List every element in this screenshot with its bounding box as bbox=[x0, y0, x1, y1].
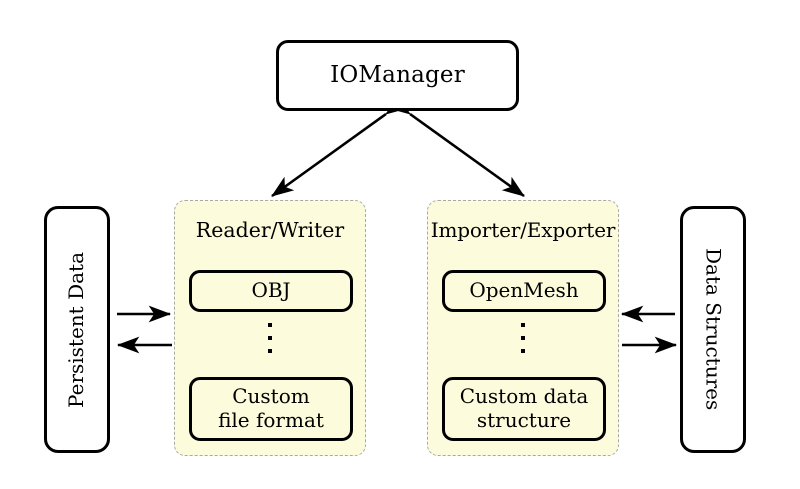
ellipsis-reader-writer bbox=[175, 323, 365, 353]
dot-icon bbox=[268, 349, 272, 353]
panel-importer-exporter[interactable]: Importer/Exporter OpenMesh Custom data s… bbox=[427, 200, 619, 456]
item-line-2: file format bbox=[218, 408, 324, 432]
dot-icon bbox=[268, 323, 272, 327]
panel-importer-exporter-title: Importer/Exporter bbox=[430, 218, 616, 242]
ellipsis-importer-exporter bbox=[428, 323, 618, 353]
item-custom-file-format[interactable]: Custom file format bbox=[189, 377, 353, 441]
arrow-manager-to-reader-writer bbox=[271, 94, 409, 198]
item-custom-data-structure-label: Custom data structure bbox=[460, 385, 589, 432]
dot-icon bbox=[521, 323, 525, 327]
data-structures-label: Data Structures bbox=[701, 248, 726, 411]
item-line-1: Custom bbox=[232, 384, 310, 409]
item-line-2: structure bbox=[476, 408, 572, 432]
node-persistent-data[interactable]: Persistent Data bbox=[44, 206, 110, 453]
node-io-manager[interactable]: IOManager bbox=[276, 40, 519, 111]
item-custom-data-structure[interactable]: Custom data structure bbox=[442, 377, 606, 441]
item-obj[interactable]: OBJ bbox=[189, 270, 353, 312]
node-data-structures[interactable]: Data Structures bbox=[680, 206, 746, 453]
item-custom-file-format-label: Custom file format bbox=[218, 385, 324, 432]
dot-icon bbox=[521, 336, 525, 340]
dot-icon bbox=[268, 336, 272, 340]
item-obj-label: OBJ bbox=[251, 278, 291, 303]
panel-reader-writer[interactable]: Reader/Writer OBJ Custom file format bbox=[174, 200, 366, 456]
item-line-1: Custom data bbox=[459, 384, 589, 409]
item-openmesh[interactable]: OpenMesh bbox=[442, 270, 606, 312]
persistent-data-label: Persistent Data bbox=[64, 251, 89, 408]
io-manager-label: IOManager bbox=[330, 62, 465, 89]
item-openmesh-label: OpenMesh bbox=[469, 278, 579, 303]
panel-reader-writer-title: Reader/Writer bbox=[195, 218, 345, 242]
dot-icon bbox=[521, 349, 525, 353]
arrow-manager-to-importer-exporter bbox=[387, 94, 525, 198]
